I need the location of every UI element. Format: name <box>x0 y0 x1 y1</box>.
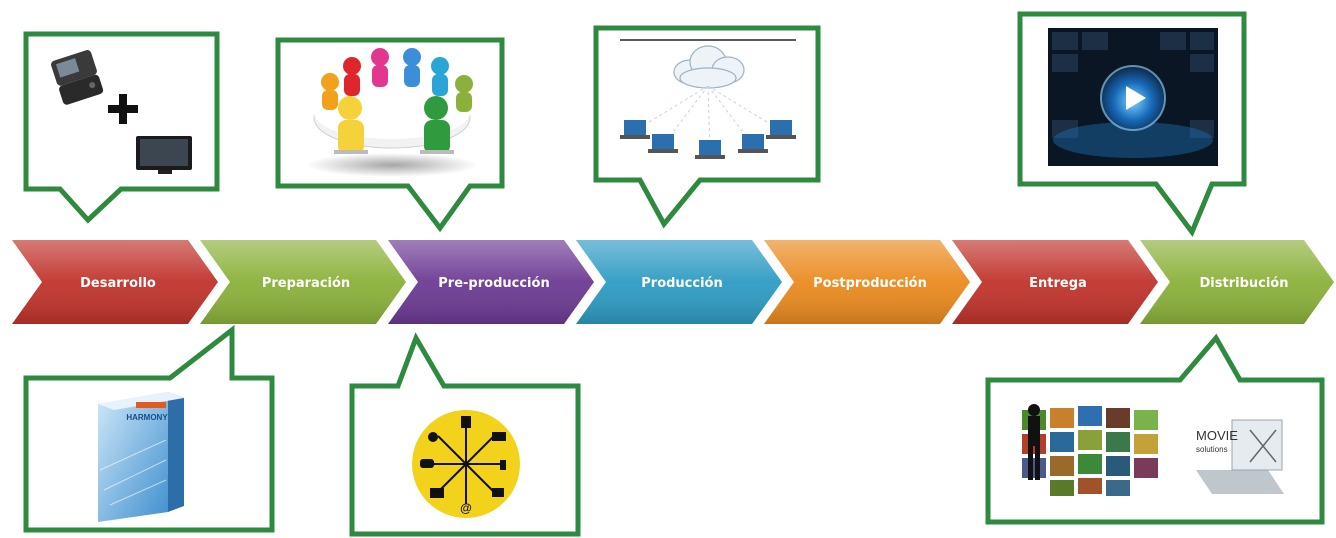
callout-preproduccion-bottom: @ <box>349 332 581 537</box>
step-entrega-shine <box>952 240 1158 324</box>
step-distribucion-shine <box>1140 240 1334 324</box>
callout-preparacion: HARMONY <box>23 324 275 533</box>
step-produccion: Producción <box>576 240 782 324</box>
callout-desarrollo <box>23 31 220 224</box>
step-postproduccion-shine <box>764 240 970 324</box>
step-distribucion: Distribución <box>1140 240 1334 324</box>
step-postproduccion-label: Postproducción <box>813 276 927 291</box>
callout-preproduccion-top <box>275 37 505 233</box>
team-meeting-icon <box>306 48 478 177</box>
movie-solutions-icon: MOVIE solutions <box>1022 404 1284 496</box>
callout-distribucion-bottom: MOVIE solutions <box>985 333 1325 525</box>
step-preproduccion: Pre-producción <box>388 240 594 324</box>
movie-title-text: MOVIE <box>1196 428 1238 443</box>
step-desarrollo-label: Desarrollo <box>80 276 156 291</box>
software-box-icon: HARMONY <box>98 392 184 522</box>
step-preproduccion-label: Pre-producción <box>438 276 549 291</box>
step-produccion-shine <box>576 240 782 324</box>
step-preparacion-label: Preparación <box>262 276 350 291</box>
step-produccion-label: Producción <box>641 276 723 291</box>
step-desarrollo-shine <box>12 240 218 324</box>
step-entrega-label: Entrega <box>1029 276 1087 291</box>
step-desarrollo: Desarrollo <box>12 240 218 324</box>
cloud-network-icon <box>620 39 796 159</box>
software-box-title: HARMONY <box>126 413 168 422</box>
step-entrega: Entrega <box>952 240 1158 324</box>
movie-subtitle-text: solutions <box>1196 445 1228 454</box>
step-postproduccion: Postproducción <box>764 240 970 324</box>
process-row: Desarrollo Preparación Pre-producción Pr… <box>12 240 1334 324</box>
step-preparacion-shine <box>200 240 406 324</box>
callout-distribucion-top <box>1017 11 1247 237</box>
callout-produccion <box>593 25 821 229</box>
step-preproduccion-shine <box>388 240 594 324</box>
step-preparacion: Preparación <box>200 240 406 324</box>
video-play-icon <box>1048 28 1218 166</box>
callout-produccion-frame <box>593 25 821 229</box>
media-hub-at-sign: @ <box>460 501 472 515</box>
media-hub-icon: @ <box>412 410 520 518</box>
handheld-plus-tv-icon <box>51 50 192 174</box>
step-distribucion-label: Distribución <box>1200 276 1289 291</box>
